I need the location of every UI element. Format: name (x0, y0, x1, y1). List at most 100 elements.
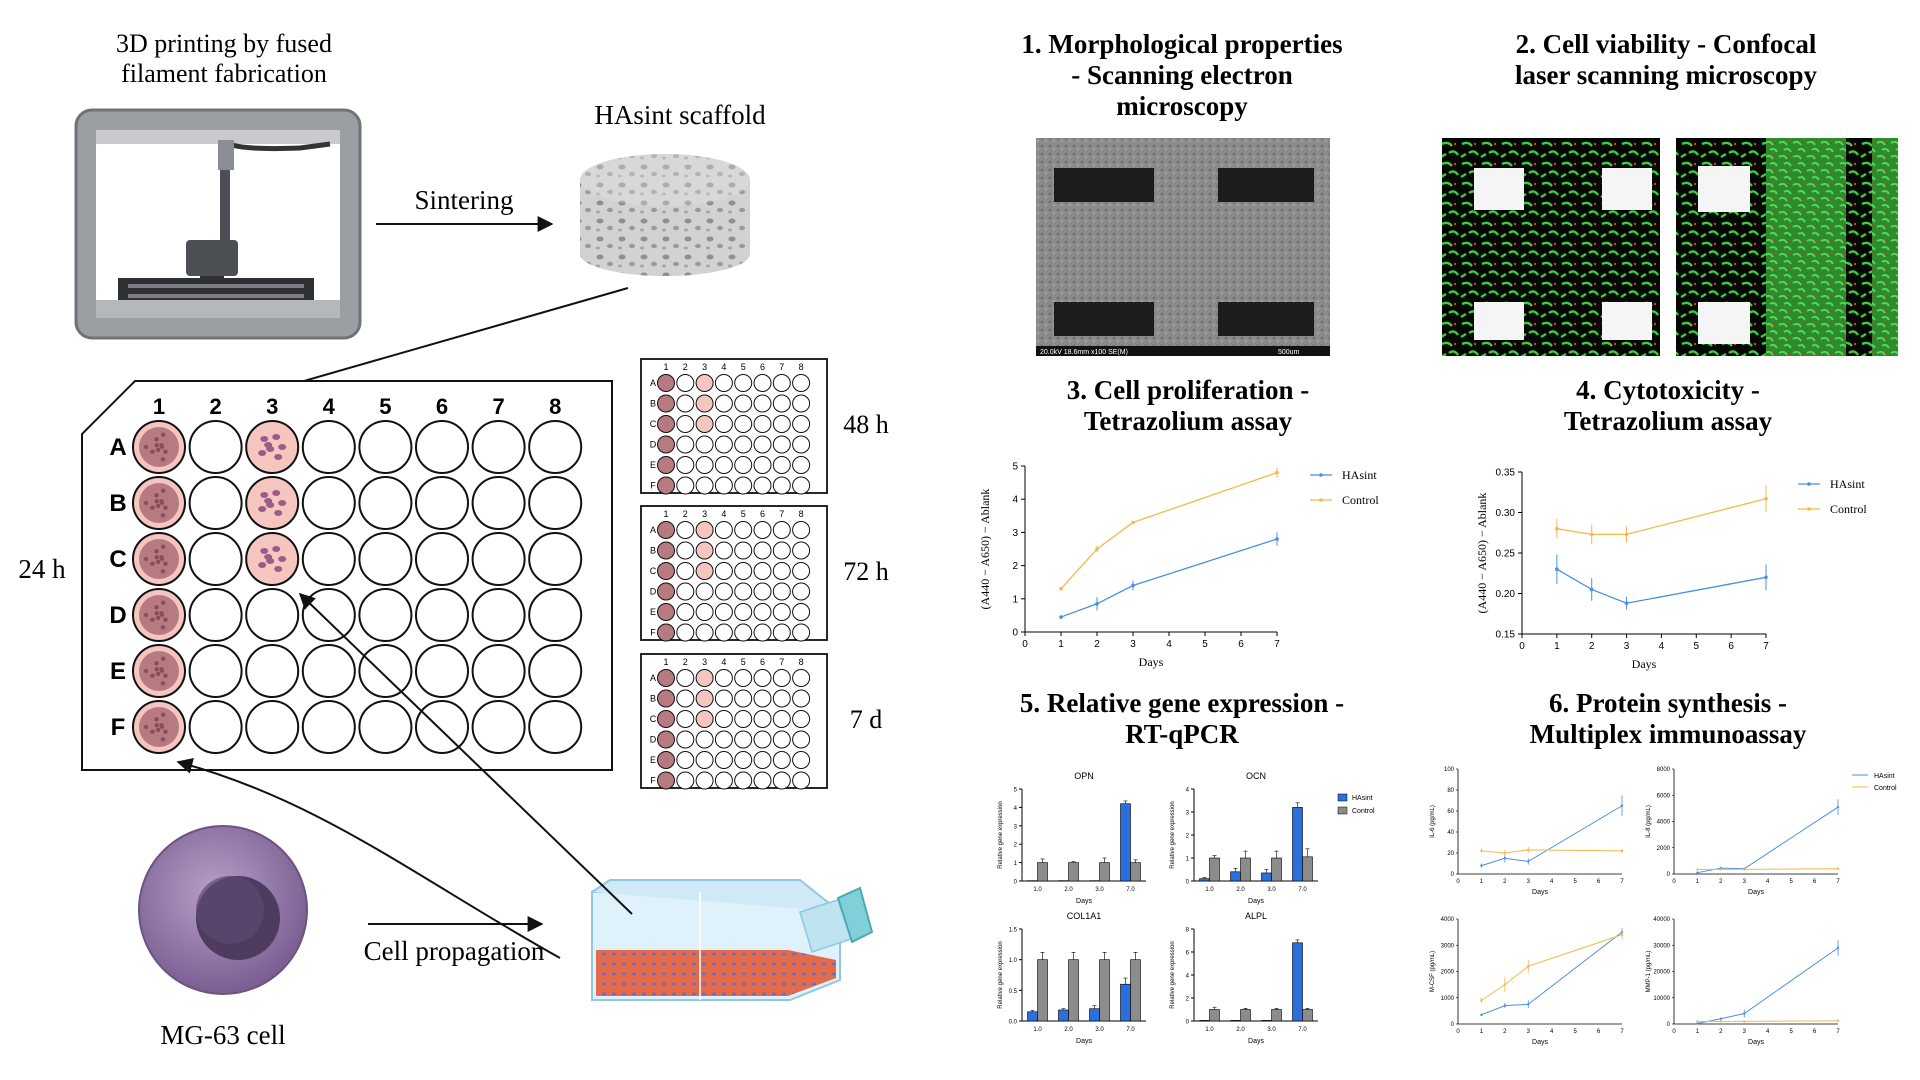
series-line-HAsint (1556, 568, 1767, 604)
small-plate-well (676, 541, 695, 560)
p2-title-line2: laser scanning microscopy (1515, 60, 1818, 90)
y-tick-label: 4 (1014, 806, 1018, 812)
plate-column-label: 5 (379, 394, 391, 419)
data-point (1620, 933, 1624, 936)
y-tick-label: 2000 (1441, 970, 1455, 976)
x-tick-label: 6 (1597, 1029, 1601, 1035)
data-point (1480, 999, 1483, 1002)
small-plate-row-label: C (650, 419, 657, 429)
small-plate-well (753, 603, 772, 621)
x-tick-label: 1 (1696, 1029, 1700, 1035)
x-tick-label: 2 (1094, 639, 1100, 650)
plate-well (528, 476, 583, 530)
small-plate-well (772, 771, 791, 790)
flask-to-d3-arrow (298, 592, 633, 915)
legend-label: Control (1874, 785, 1897, 792)
x-tick-label: 4 (1659, 641, 1665, 652)
small-plate-well (695, 394, 714, 413)
bar-hasint (1089, 1008, 1100, 1022)
small-plate-row-label: A (650, 525, 656, 535)
small-plate-well (734, 603, 753, 621)
x-tick-label: 0 (1456, 1029, 1460, 1035)
small-plate-well (676, 521, 695, 539)
x-axis-label: Days (1532, 889, 1548, 896)
y-axis-label: Relative gene expression (998, 801, 1004, 868)
y-tick-label: 4 (1012, 495, 1018, 506)
small-plate-column-label: 2 (683, 657, 688, 667)
small-plate-well (714, 771, 733, 790)
bar-control (1302, 856, 1313, 882)
small-plate-column-label: 6 (760, 362, 765, 372)
small-plate-well (753, 689, 772, 708)
small-plate-well (714, 476, 733, 495)
3d-printer-icon (74, 108, 362, 340)
small-plate-well (714, 541, 733, 560)
y-tick-label: 2 (1186, 834, 1190, 840)
data-point (1503, 857, 1507, 860)
x-tick-label: 0 (1519, 641, 1525, 652)
data-point (1620, 849, 1624, 853)
x-axis-label: Days (1139, 655, 1164, 669)
y-tick-label: 1000 (1441, 996, 1455, 1002)
data-point (1480, 864, 1483, 867)
bar-hasint (1058, 880, 1069, 882)
small-plate-well (714, 689, 733, 708)
series-line-HAsint (1060, 538, 1278, 618)
small-plate-well (792, 394, 811, 413)
y-tick-label: 0.15 (1496, 630, 1516, 641)
panel-3-title: 3. Cell proliferation - Tetrazolium assa… (1067, 375, 1309, 436)
panel-2-title: 2. Cell viability - Confocal laser scann… (1515, 29, 1818, 90)
data-point (1589, 532, 1594, 537)
small-plate-well (695, 435, 714, 454)
x-tick-label: 1 (1696, 879, 1700, 885)
data-point (1719, 1020, 1723, 1023)
flask-to-f1-arrow (176, 758, 561, 959)
y-tick-label: 3000 (1441, 943, 1455, 949)
small-plate-row-label: F (650, 481, 656, 491)
plate-column-label: 6 (436, 394, 448, 419)
series-line-Control (1481, 934, 1623, 1001)
y-tick-label: 0.30 (1496, 508, 1516, 519)
small-plate-well (772, 521, 791, 539)
legend-marker (1319, 498, 1323, 502)
small-plate-well (734, 415, 753, 433)
x-tick-label: 2 (1503, 879, 1507, 885)
subplot-title: COL1A1 (1067, 911, 1102, 921)
data-point (1624, 532, 1629, 537)
small-plate-well (792, 603, 811, 621)
small-plate-column-label: 8 (799, 362, 804, 372)
plate-well (358, 476, 413, 530)
small-plate-row-label: C (650, 714, 657, 724)
y-tick-label: 0.35 (1496, 468, 1516, 479)
legend-marker (1319, 473, 1323, 477)
small-plate-well (772, 669, 791, 687)
bar-control (1240, 1009, 1251, 1022)
scaffold-in-well (139, 595, 179, 635)
p5-title-line2: RT-qPCR (1125, 719, 1239, 749)
small-plate-well (753, 456, 772, 474)
data-point (1719, 1017, 1723, 1020)
subplot-title: OPN (1074, 771, 1094, 781)
x-tick-label: 3.0 (1095, 1027, 1104, 1033)
data-point (1503, 851, 1507, 855)
small-plate-time-label: 48 h (843, 410, 889, 439)
x-tick-label: 0 (1672, 1029, 1676, 1035)
small-plate-column-label: 7 (779, 362, 784, 372)
cells-in-well (258, 434, 287, 460)
x-tick-label: 7.0 (1126, 887, 1135, 893)
small-plate-well (772, 476, 791, 495)
bar-control (1099, 959, 1110, 1022)
small-plate-well (772, 394, 791, 413)
plate-well (188, 420, 243, 474)
small-plate-well (792, 669, 811, 687)
confocal-image-right (1676, 138, 1898, 356)
data-point (1555, 526, 1559, 531)
small-plate-well (695, 582, 714, 601)
small-plate-well (714, 435, 733, 454)
bar-control (1037, 862, 1048, 882)
y-tick-label: 0 (1667, 872, 1671, 878)
small-plate-well (695, 476, 714, 495)
